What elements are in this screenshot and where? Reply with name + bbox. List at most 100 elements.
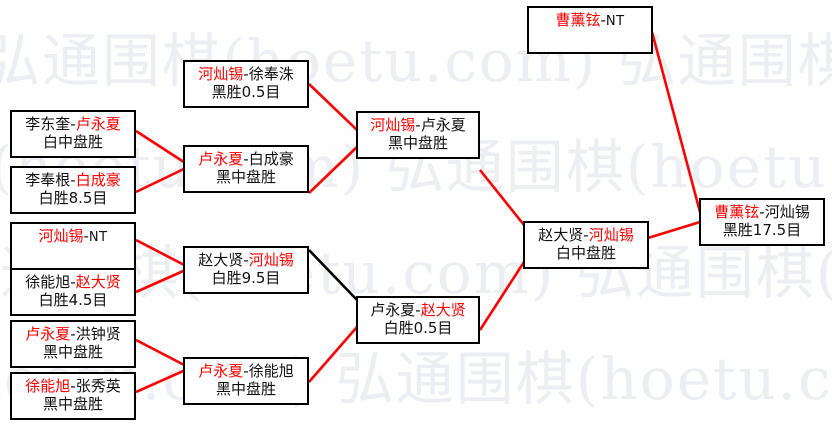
link-r1m4-r2m3 xyxy=(135,266,191,294)
match-node-r3m1[interactable]: 河灿锡-卢永夏 黑中盘胜 xyxy=(356,111,480,159)
vs-dash: - xyxy=(70,377,76,396)
match-node-r1m2[interactable]: 李奉根-白成豪 白胜8.5目 xyxy=(10,166,136,214)
player-left: 河灿锡 xyxy=(370,116,416,135)
vs-dash: - xyxy=(70,273,76,292)
player-right: 洪钟贤 xyxy=(75,325,121,344)
link-r2m4-r3m2 xyxy=(308,326,358,383)
match-pairing: 河灿锡-徐奉洙 xyxy=(198,65,294,84)
match-pairing: 卢永夏-白成豪 xyxy=(198,150,294,169)
player-right: 赵大贤 xyxy=(420,301,466,320)
player-right: 张秀英 xyxy=(75,377,121,396)
link-r1m1-r2m2 xyxy=(135,129,191,168)
player-right: NT xyxy=(88,230,108,245)
match-node-seed[interactable]: 曹薰铉-NT xyxy=(527,6,653,54)
vs-dash: - xyxy=(70,325,76,344)
link-r1m3-r2m3 xyxy=(135,238,191,270)
match-pairing: 赵大贤-河灿锡 xyxy=(538,226,634,245)
match-result: 白胜4.5目 xyxy=(38,291,108,309)
link-r1m6-r2m4 xyxy=(135,366,191,394)
player-left: 曹薰铉 xyxy=(555,11,601,29)
match-result: 黑中盘胜 xyxy=(215,380,276,398)
player-right: 河灿锡 xyxy=(588,226,634,245)
player-left: 徐能旭 xyxy=(25,377,71,396)
link-r3m2-r4m1 xyxy=(478,261,526,331)
match-node-r4m1[interactable]: 赵大贤-河灿锡 白中盘胜 xyxy=(523,221,649,269)
vs-dash: - xyxy=(415,116,421,135)
player-left: 卢永夏 xyxy=(25,325,71,344)
player-left: 河灿锡 xyxy=(38,227,84,245)
link-seed-final xyxy=(650,31,702,213)
match-node-final[interactable]: 曹薰铉-河灿锡 黑胜17.5目 xyxy=(699,198,825,246)
match-node-r1m3[interactable]: 河灿锡-NT xyxy=(10,222,136,270)
player-right: 徐能旭 xyxy=(248,362,294,381)
link-r2m3-r3m2 xyxy=(308,249,358,301)
match-result: 黑胜17.5目 xyxy=(722,221,802,239)
link-r2m1-r3m1 xyxy=(308,83,358,131)
match-result: 白胜8.5目 xyxy=(38,189,108,207)
player-right: 赵大贤 xyxy=(75,273,121,292)
player-left: 河灿锡 xyxy=(198,65,244,84)
vs-dash: - xyxy=(600,11,606,29)
match-result: 白胜0.5目 xyxy=(383,319,453,337)
match-node-r2m4[interactable]: 卢永夏-徐能旭 黑中盘胜 xyxy=(183,357,309,405)
vs-dash: - xyxy=(243,150,249,169)
match-pairing: 河灿锡-NT xyxy=(38,227,108,246)
match-result: 白中盘胜 xyxy=(42,133,103,151)
vs-dash: - xyxy=(415,301,421,320)
match-result: 黑中盘胜 xyxy=(42,395,103,413)
match-pairing: 李奉根-白成豪 xyxy=(25,171,121,190)
match-pairing: 徐能旭-张秀英 xyxy=(25,377,121,396)
match-result: 白胜9.5目 xyxy=(211,269,281,287)
match-pairing: 曹薰铉-河灿锡 xyxy=(714,203,810,222)
player-left: 李奉根 xyxy=(25,171,71,190)
player-right: 白成豪 xyxy=(248,150,294,169)
player-right: 徐奉洙 xyxy=(248,65,294,84)
vs-dash: - xyxy=(70,115,76,134)
player-left: 徐能旭 xyxy=(25,273,71,292)
match-pairing: 李东奎-卢永夏 xyxy=(25,115,121,134)
vs-dash: - xyxy=(70,171,76,190)
player-right: 卢永夏 xyxy=(75,115,121,134)
player-left: 赵大贤 xyxy=(198,251,244,270)
match-node-r1m6[interactable]: 徐能旭-张秀英 黑中盘胜 xyxy=(10,372,136,420)
match-pairing: 卢永夏-徐能旭 xyxy=(198,362,294,381)
match-result: 黑中盘胜 xyxy=(42,343,103,361)
link-r4m1-final xyxy=(647,220,701,240)
link-r2m2-r3m1 xyxy=(308,146,358,194)
player-left: 曹薰铉 xyxy=(714,203,760,222)
link-r1m2-r2m2 xyxy=(135,164,191,194)
match-pairing: 徐能旭-赵大贤 xyxy=(25,273,121,292)
vs-dash: - xyxy=(243,65,249,84)
match-node-r2m2[interactable]: 卢永夏-白成豪 黑中盘胜 xyxy=(183,145,309,193)
watermark-text: 弘通围棋(hoetu.com) 弘通围棋(hoetu.com) 弘通围棋(hoe… xyxy=(0,27,832,95)
player-left: 卢永夏 xyxy=(370,301,416,320)
match-pairing: 曹薰铉-NT xyxy=(555,11,625,30)
player-left: 李东奎 xyxy=(25,115,71,134)
player-right: 河灿锡 xyxy=(764,203,810,222)
match-node-r1m5[interactable]: 卢永夏-洪钟贤 黑中盘胜 xyxy=(10,320,136,368)
match-node-r1m4[interactable]: 徐能旭-赵大贤 白胜4.5目 xyxy=(10,268,136,316)
match-pairing: 卢永夏-洪钟贤 xyxy=(25,325,121,344)
vs-dash: - xyxy=(243,251,249,270)
link-r3m1-r4m1 xyxy=(478,169,526,226)
player-left: 赵大贤 xyxy=(538,226,584,245)
match-node-r1m1[interactable]: 李东奎-卢永夏 白中盘胜 xyxy=(10,110,136,158)
match-node-r2m3[interactable]: 赵大贤-河灿锡 白胜9.5目 xyxy=(183,246,309,294)
link-r1m5-r2m4 xyxy=(135,338,191,370)
match-node-r3m2[interactable]: 卢永夏-赵大贤 白胜0.5目 xyxy=(356,296,480,344)
match-pairing: 赵大贤-河灿锡 xyxy=(198,251,294,270)
vs-dash: - xyxy=(583,226,589,245)
vs-dash: - xyxy=(759,203,765,222)
match-result: 黑胜0.5目 xyxy=(211,83,281,101)
match-result: 黑中盘胜 xyxy=(387,134,448,152)
vs-dash: - xyxy=(83,227,89,245)
player-right: NT xyxy=(605,14,625,29)
match-result: 黑中盘胜 xyxy=(215,168,276,186)
player-right: 白成豪 xyxy=(75,171,121,190)
match-result: 白中盘胜 xyxy=(555,244,616,262)
match-node-r2m1[interactable]: 河灿锡-徐奉洙 黑胜0.5目 xyxy=(183,60,309,108)
vs-dash: - xyxy=(243,362,249,381)
match-pairing: 河灿锡-卢永夏 xyxy=(370,116,465,135)
player-right: 河灿锡 xyxy=(248,251,294,270)
